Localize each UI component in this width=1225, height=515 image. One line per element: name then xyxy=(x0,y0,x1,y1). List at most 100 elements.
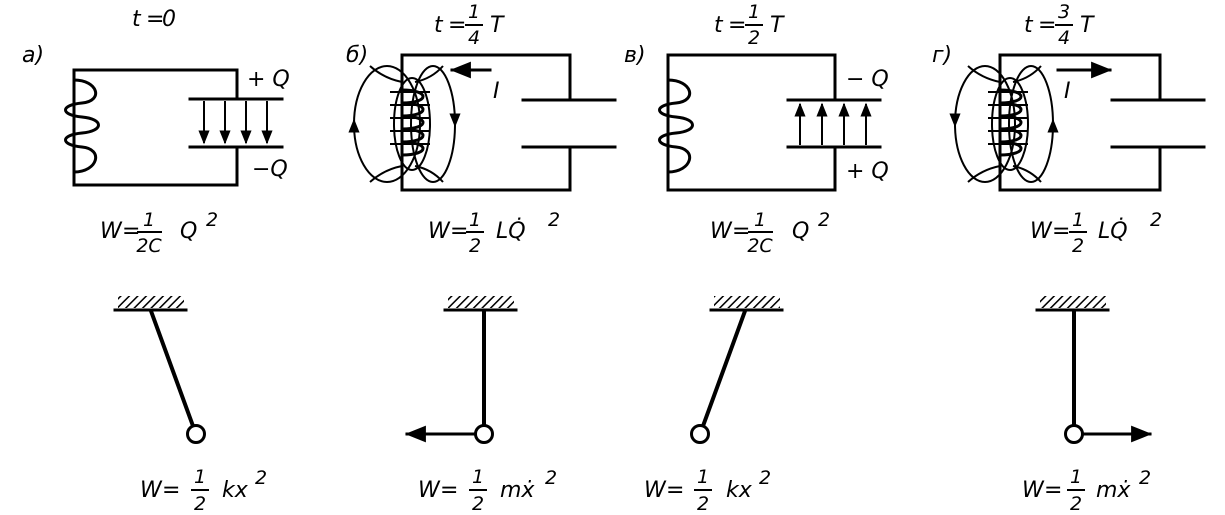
svg-text:=: = xyxy=(1038,13,1056,38)
panel-d-time: t = 3 4 T xyxy=(1024,1,1095,49)
svg-text:=: = xyxy=(1044,478,1062,503)
panel-b-current-label: I xyxy=(493,79,500,104)
panel-b: б) t = 1 4 T I xyxy=(346,1,617,257)
svg-text:=: = xyxy=(162,478,180,503)
pendulum-3: W = 1 2 kx 2 xyxy=(644,296,784,515)
svg-text:2: 2 xyxy=(194,493,206,515)
svg-text:1: 1 xyxy=(1072,209,1084,231)
panel-c-letter: в) xyxy=(624,43,646,68)
ceiling-hatch xyxy=(714,296,780,308)
panel-c: в) t = 1 2 T − Q + Q W = 1 2C xyxy=(624,1,889,257)
pendulum-4: W = 1 2 mẋ 2 xyxy=(1022,296,1153,515)
svg-text:t: t xyxy=(434,13,444,38)
coil-icon xyxy=(988,88,1028,157)
svg-text:=: = xyxy=(728,13,746,38)
svg-text:3: 3 xyxy=(1058,1,1070,23)
svg-text:=: = xyxy=(122,219,140,244)
panel-d-current-label: I xyxy=(1064,79,1071,104)
svg-text:T: T xyxy=(490,13,505,38)
panel-c-wire-left xyxy=(666,53,697,192)
svg-text:2: 2 xyxy=(818,209,830,231)
pendulum-4-energy: W = 1 2 mẋ 2 xyxy=(1022,466,1151,515)
svg-text:W: W xyxy=(1022,478,1045,503)
ceiling-hatch xyxy=(448,296,514,308)
svg-text:1: 1 xyxy=(1070,466,1082,488)
svg-text:2: 2 xyxy=(255,467,267,489)
panel-c-time: t = 1 2 T xyxy=(714,1,785,49)
svg-text:t: t xyxy=(132,7,142,32)
panel-b-time: t = 1 4 T xyxy=(434,1,505,49)
panel-a-letter: а) xyxy=(22,43,44,68)
svg-text:T: T xyxy=(1080,13,1095,38)
panel-a-time: t = 0 xyxy=(132,7,176,32)
svg-text:=: = xyxy=(732,219,750,244)
field-arrows-up xyxy=(794,102,872,145)
svg-text:=: = xyxy=(146,7,164,32)
panel-d-letter: г) xyxy=(932,43,952,68)
svg-text:1: 1 xyxy=(469,209,481,231)
panel-c-energy: W = 1 2C Q 2 xyxy=(710,209,830,257)
panel-a: а) t = 0 + Q −Q W = 1 2C Q xyxy=(22,7,290,257)
pendulum-bob xyxy=(690,424,710,444)
svg-text:W: W xyxy=(140,478,163,503)
svg-text:t: t xyxy=(1024,13,1034,38)
svg-text:2: 2 xyxy=(472,493,484,515)
svg-text:=: = xyxy=(440,478,458,503)
svg-text:1: 1 xyxy=(697,466,709,488)
svg-text:4: 4 xyxy=(468,27,480,49)
svg-text:2: 2 xyxy=(545,467,557,489)
svg-text:2: 2 xyxy=(548,209,560,231)
svg-text:W: W xyxy=(1030,219,1053,244)
svg-text:kx: kx xyxy=(222,478,249,503)
panel-a-wire-top xyxy=(98,68,239,101)
ceiling-hatch xyxy=(118,296,184,308)
svg-text:1: 1 xyxy=(748,1,760,23)
svg-text:2: 2 xyxy=(469,235,481,257)
coil-icon xyxy=(658,78,694,174)
pendulum-rod xyxy=(149,309,195,428)
pendulum-bob xyxy=(474,424,494,444)
svg-text:2C: 2C xyxy=(136,235,162,257)
panel-a-wire-left xyxy=(72,68,102,187)
pendulum-2-energy: W = 1 2 mẋ 2 xyxy=(418,466,557,515)
magnetic-field-lines xyxy=(949,65,1059,183)
svg-text:2: 2 xyxy=(1150,209,1162,231)
panel-d-wire-top xyxy=(1023,53,1162,102)
svg-text:LQ̇: LQ̇ xyxy=(496,218,526,244)
svg-text:W: W xyxy=(710,219,733,244)
panel-b-wire-bottom xyxy=(423,145,572,192)
svg-text:2: 2 xyxy=(759,467,771,489)
svg-text:2: 2 xyxy=(206,209,218,231)
panel-c-charge-top: − Q xyxy=(846,67,889,92)
panel-a-energy: W = 1 2C Q 2 xyxy=(100,209,218,257)
field-arrows-down xyxy=(198,101,273,145)
panel-d-wire-left xyxy=(998,53,1027,192)
svg-text:W: W xyxy=(100,219,123,244)
pendulum-bob xyxy=(1064,424,1084,444)
svg-text:W: W xyxy=(428,219,451,244)
panel-d-wire-bottom xyxy=(1023,145,1162,192)
svg-text:mẋ: mẋ xyxy=(1096,478,1131,503)
svg-text:=: = xyxy=(448,13,466,38)
panel-b-wire-left xyxy=(400,53,427,192)
svg-text:W: W xyxy=(644,478,667,503)
svg-text:LQ̇: LQ̇ xyxy=(1098,218,1128,244)
pendulum-3-energy: W = 1 2 kx 2 xyxy=(644,466,771,515)
svg-text:4: 4 xyxy=(1058,27,1070,49)
panel-a-wire-bottom xyxy=(98,145,239,187)
magnetic-field-lines xyxy=(348,65,461,183)
svg-text:2: 2 xyxy=(748,27,760,49)
panel-d-energy: W = 1 2 LQ̇ 2 xyxy=(1030,209,1162,257)
panel-c-wire-top xyxy=(693,53,837,102)
svg-text:1: 1 xyxy=(143,209,155,231)
svg-text:1: 1 xyxy=(468,1,480,23)
svg-text:=: = xyxy=(450,219,468,244)
svg-text:T: T xyxy=(770,13,785,38)
svg-text:2: 2 xyxy=(1139,467,1151,489)
svg-text:kx: kx xyxy=(726,478,753,503)
pendulum-1: W = 1 2 kx 2 xyxy=(113,296,267,515)
svg-text:W: W xyxy=(418,478,441,503)
svg-text:1: 1 xyxy=(754,209,766,231)
svg-text:mẋ: mẋ xyxy=(500,478,535,503)
